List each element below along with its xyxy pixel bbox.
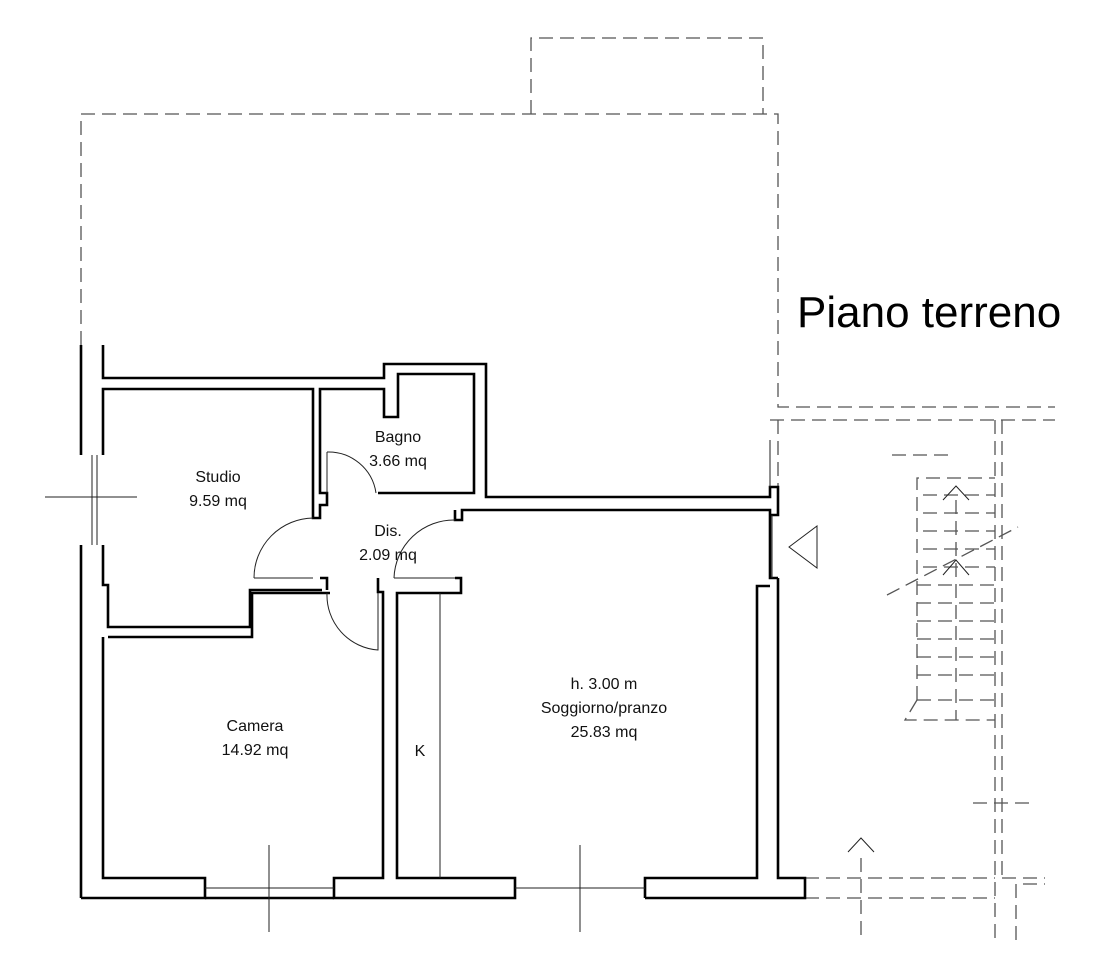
stair-treads — [917, 494, 995, 676]
room-height: h. 3.00 m — [570, 676, 638, 693]
room-studio: Studio 9.59 mq — [189, 466, 247, 514]
room-area: 2.09 mq — [359, 547, 417, 564]
door-studio — [253, 517, 314, 579]
door-bagno — [326, 451, 377, 494]
room-name: Bagno — [374, 429, 422, 446]
walls — [79, 345, 807, 900]
room-bagno: Bagno 3.66 mq — [369, 426, 427, 474]
room-area: 9.59 mq — [189, 493, 247, 510]
windows — [45, 440, 773, 932]
room-name: Soggiorno/pranzo — [540, 700, 668, 717]
stair-arrow-icon — [942, 559, 970, 576]
doors — [253, 451, 456, 878]
page-title: Piano terreno — [797, 288, 1062, 337]
entrance-triangle-icon — [788, 525, 818, 569]
door-soggiorno — [393, 519, 456, 579]
door-camera — [326, 592, 379, 651]
room-area: 25.83 mq — [570, 724, 638, 741]
room-soggiorno: h. 3.00 m Soggiorno/pranzo 25.83 mq — [541, 673, 667, 745]
room-name: Dis. — [374, 523, 402, 540]
kitchen-mark: K — [414, 743, 426, 760]
room-camera: Camera 14.92 mq — [222, 715, 289, 763]
room-disimpegno: Dis. 2.09 mq — [359, 520, 417, 568]
room-area: 14.92 mq — [221, 742, 289, 759]
room-name: Camera — [226, 718, 284, 735]
entry-arrow-icon — [847, 837, 875, 853]
room-area: 3.66 mq — [369, 453, 427, 470]
room-name: Studio — [195, 469, 241, 486]
stair-arrow-icon — [942, 485, 970, 501]
dashed-stair-area — [777, 420, 1045, 940]
dashed-outline-upper — [80, 37, 1055, 421]
